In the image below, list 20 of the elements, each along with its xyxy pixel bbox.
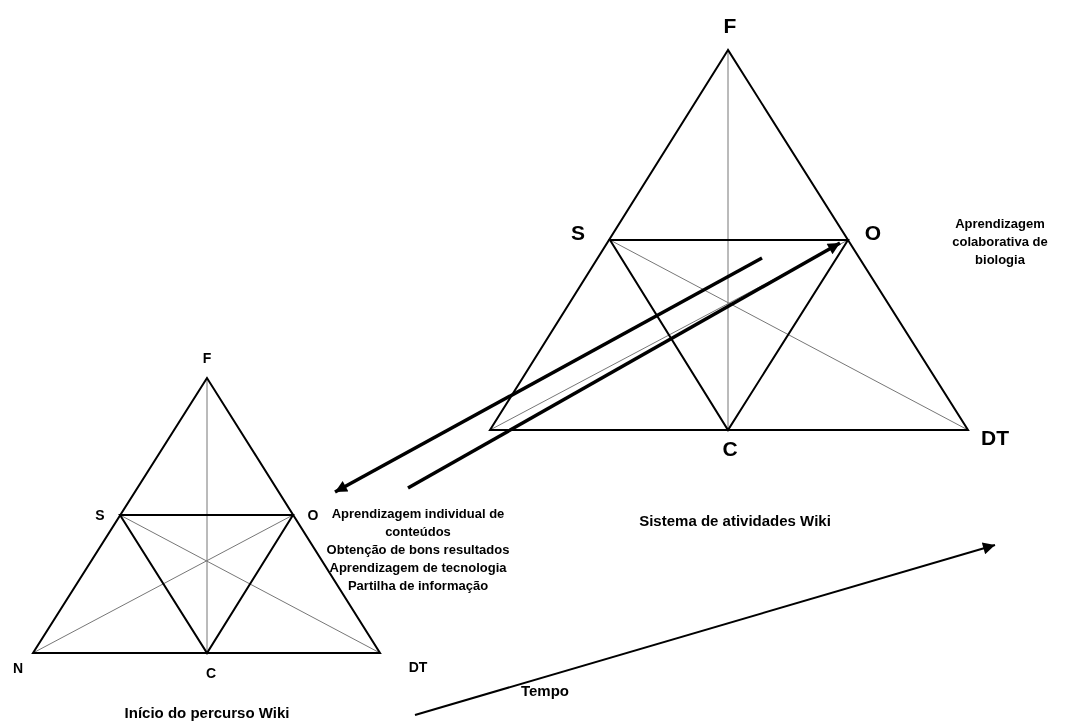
- arrow: [334, 256, 763, 494]
- vertex-label: C: [205, 666, 217, 680]
- vertex-label: C: [722, 437, 738, 459]
- vertex-label: DT: [408, 660, 428, 674]
- vertex-label: N: [12, 661, 24, 675]
- vertex-label: F: [723, 14, 737, 36]
- objective-text: Obtenção de bons resultados: [325, 541, 511, 559]
- vertex-label: DT: [981, 426, 1009, 448]
- objective-text: Aprendizagem colaborativa de biologia: [951, 215, 1049, 269]
- caption-text: Início do percurso Wiki: [124, 704, 290, 720]
- vertex-label: S: [571, 221, 585, 243]
- caption-text: Tempo: [520, 682, 570, 698]
- vertex-label: F: [202, 351, 212, 365]
- vertex-label: O: [307, 508, 319, 522]
- caption-text: Sistema de atividades Wiki: [639, 512, 831, 528]
- vertex-label: S: [95, 508, 105, 522]
- objective-text: Aprendizagem de tecnologia: [328, 559, 508, 577]
- objective-text: Partilha de informação: [346, 577, 490, 595]
- vertex-label: O: [864, 221, 882, 243]
- objective-text: Aprendizagem individual de conteúdos: [330, 505, 506, 541]
